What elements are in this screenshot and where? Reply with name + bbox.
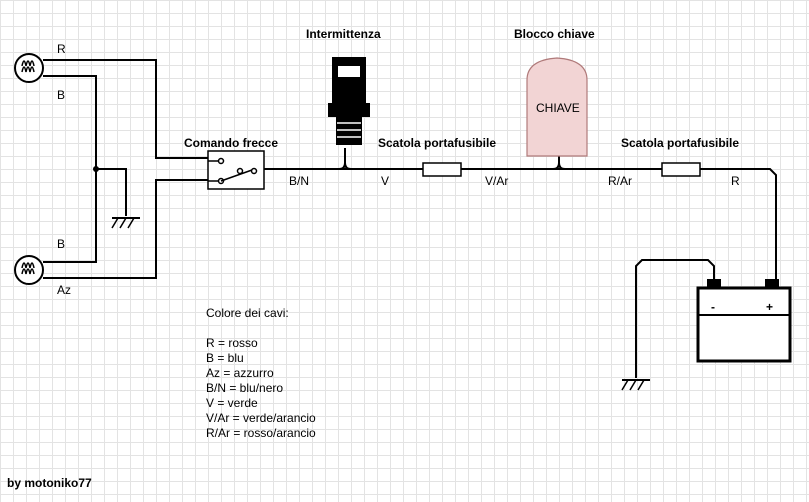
wire-label-rear-left-common: B bbox=[57, 237, 65, 251]
fuse-2-icon bbox=[661, 162, 701, 177]
key-label: CHIAVE bbox=[536, 101, 580, 115]
fuse-box-2-label: Scatola portafusibile bbox=[621, 136, 739, 150]
wire-label-rear-left: Az bbox=[57, 283, 71, 297]
flasher-relay-icon bbox=[328, 57, 370, 145]
wire-label-front-left-common: B bbox=[57, 88, 65, 102]
wire-label-front-left: R bbox=[57, 42, 66, 56]
legend-item: R = rosso bbox=[206, 336, 258, 350]
wire-label-flasher-to-fuse: V bbox=[381, 174, 389, 188]
legend-item: R/Ar = rosso/arancio bbox=[206, 426, 316, 440]
wire-label-key-to-fuse: R/Ar bbox=[608, 174, 632, 188]
turn-signal-switch-icon bbox=[207, 150, 265, 190]
ignition-key-icon bbox=[526, 57, 588, 157]
switch-label: Comando frecce bbox=[184, 136, 278, 150]
main-wire bbox=[264, 148, 777, 280]
fuse-1-icon bbox=[422, 162, 462, 177]
wire-label-switch-to-flasher: B/N bbox=[289, 174, 309, 188]
legend-item: Az = azzurro bbox=[206, 366, 274, 380]
legend-item: V = verde bbox=[206, 396, 258, 410]
lamp-top-icon bbox=[14, 53, 44, 83]
battery-ground-wire bbox=[635, 259, 715, 378]
lamp-bottom-icon bbox=[14, 255, 44, 285]
flasher-label: Intermittenza bbox=[306, 27, 381, 41]
ground-right-icon bbox=[621, 379, 650, 391]
ground-left-icon bbox=[111, 217, 140, 229]
lamp-wires bbox=[43, 59, 208, 279]
ignition-block-label: Blocco chiave bbox=[514, 27, 595, 41]
battery-icon bbox=[696, 279, 792, 363]
battery-minus-label: - bbox=[711, 300, 715, 314]
fuse-box-1-label: Scatola portafusibile bbox=[378, 136, 496, 150]
legend-title: Colore dei cavi: bbox=[206, 306, 289, 320]
legend-item: B/N = blu/nero bbox=[206, 381, 284, 395]
battery-plus-label: + bbox=[766, 300, 773, 314]
legend-item: B = blu bbox=[206, 351, 244, 365]
legend-item: V/Ar = verde/arancio bbox=[206, 411, 316, 425]
wire-label-fuse-to-key: V/Ar bbox=[485, 174, 508, 188]
wire-label-fuse-to-battery: R bbox=[731, 174, 740, 188]
cable-color-legend: Colore dei cavi: R = rosso B = blu Az = … bbox=[206, 306, 316, 441]
author-credit: by motoniko77 bbox=[7, 476, 92, 490]
